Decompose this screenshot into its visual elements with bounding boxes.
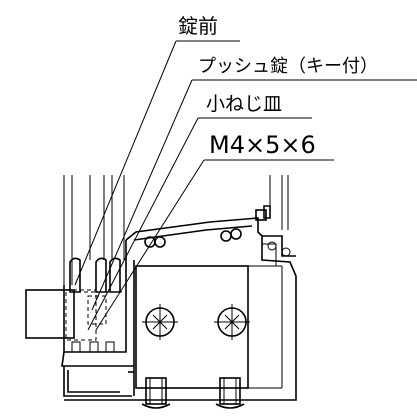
label-screw-size: M4×5×6	[209, 131, 316, 159]
flat-screw-left	[142, 304, 178, 340]
flat-screw-right	[214, 304, 250, 340]
sash-frame	[61, 240, 134, 397]
gaskets	[69, 257, 122, 293]
label-lock: 錠前	[178, 14, 218, 38]
label-flat-screw: 小ねじ皿	[206, 93, 282, 115]
bottom-bolts	[141, 377, 245, 409]
glass-frame-lines	[63, 175, 125, 285]
label-push-lock: プッシュ錠（キー付）	[198, 56, 378, 77]
lock-body	[25, 289, 107, 341]
annotation-underlines	[176, 40, 417, 161]
lock-case	[135, 265, 283, 389]
right-frame-detail	[255, 175, 296, 266]
leader-lines	[74, 40, 205, 331]
